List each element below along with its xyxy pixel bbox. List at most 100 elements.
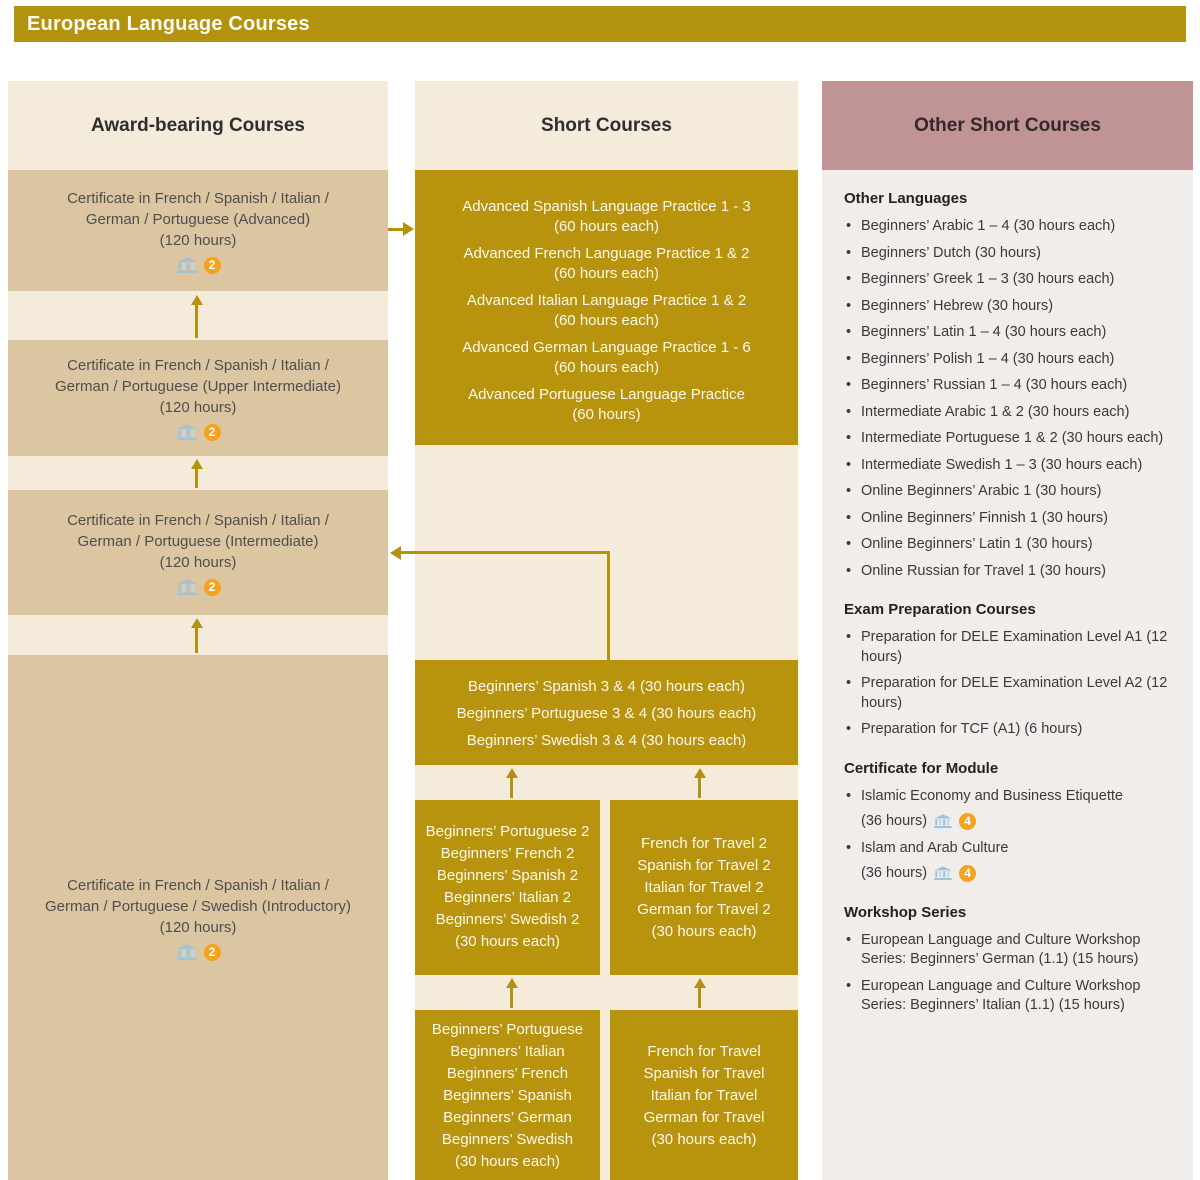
intermediate-connector-hline: [400, 551, 610, 554]
beginners-level2-box: Beginners’ Portuguese 2 Beginners’ French…: [415, 800, 600, 975]
certificate-intermediate-box: Certificate in French / Spanish / Italia…: [8, 490, 388, 615]
list-item: Beginners’ Arabic 1 – 4 (30 hours each): [844, 217, 1185, 237]
course-meta: (36 hours) 4: [861, 812, 1185, 832]
up-arrow: [694, 978, 706, 1008]
award-bearing-column: Award-bearing Courses Certificate in Fre…: [8, 81, 388, 1180]
list-item: (30 hours each): [651, 923, 757, 940]
certificate-advanced-text: Certificate in French / Spanish / Italia…: [67, 189, 329, 249]
list-item: Advanced German Language Practice 1 - 6 …: [462, 339, 751, 376]
other-short-courses-column: Other Short Courses Other Languages Begi…: [822, 81, 1193, 1180]
credit-badge: 2: [203, 256, 221, 274]
institution-icon: [176, 256, 198, 274]
course-name: Islam and Arab Culture: [861, 839, 1009, 856]
advanced-connector-arrowhead: [403, 222, 414, 236]
beginners-3-4-box: Beginners’ Spanish 3 & 4 (30 hours each)…: [415, 660, 798, 765]
institution-icon: [176, 943, 198, 961]
intermediate-connector-arrowhead: [390, 546, 401, 560]
list-item: Beginners’ Swedish: [441, 1131, 574, 1148]
list-item: Spanish for Travel: [643, 1065, 765, 1082]
list-item: (30 hours each): [454, 1153, 561, 1170]
section-heading: Certificate for Module: [844, 759, 999, 777]
list-item: Beginners’ Italian 2: [443, 889, 572, 906]
up-arrow: [506, 768, 518, 798]
certificate-intermediate-text: Certificate in French / Spanish / Italia…: [67, 511, 329, 571]
list-item: Preparation for TCF (A1) (6 hours): [844, 720, 1185, 740]
credit-row: 2: [176, 256, 221, 274]
credit-badge: 2: [203, 943, 221, 961]
list-item: Beginners’ Russian 1 – 4 (30 hours each): [844, 376, 1185, 396]
list-item: Beginners’ Portuguese 2: [425, 823, 590, 840]
list-item: Beginners’ French 2: [440, 845, 575, 862]
list-item: Preparation for DELE Examination Level A…: [844, 674, 1185, 713]
short-column-title: Short Courses: [541, 115, 672, 136]
list-item: Online Beginners’ Finnish 1 (30 hours): [844, 509, 1185, 529]
list-item: German for Travel: [643, 1109, 765, 1126]
list-item: Beginners’ Hebrew (30 hours): [844, 297, 1185, 317]
list-item: German for Travel 2: [637, 901, 771, 918]
exam-preparation-list: Preparation for DELE Examination Level A…: [844, 628, 1185, 740]
credit-badge: 2: [203, 578, 221, 596]
list-item: Spanish for Travel 2: [637, 857, 771, 874]
list-item: Advanced Italian Language Practice 1 & 2…: [466, 292, 747, 329]
other-column-title: Other Short Courses: [914, 114, 1101, 136]
institution-icon: [176, 578, 198, 596]
advanced-practice-box: Advanced Spanish Language Practice 1 - 3…: [415, 170, 798, 445]
other-languages-list: Beginners’ Arabic 1 – 4 (30 hours each) B…: [844, 217, 1185, 581]
certificate-module-list: Islamic Economy and Business Etiquette (…: [844, 787, 1185, 884]
list-item: Beginners’ Portuguese: [431, 1021, 584, 1038]
section-heading: Workshop Series: [844, 903, 967, 921]
list-item: Intermediate Arabic 1 & 2 (30 hours each…: [844, 403, 1185, 423]
other-column-header: Other Short Courses: [822, 81, 1193, 170]
section-heading: Exam Preparation Courses: [844, 601, 1036, 618]
list-item: Advanced Spanish Language Practice 1 - 3…: [462, 198, 751, 235]
list-item: French for Travel: [647, 1043, 761, 1060]
list-item: (30 hours each): [454, 933, 561, 950]
list-item: Beginners’ German: [443, 1109, 572, 1126]
up-arrow: [694, 768, 706, 798]
page-header: European Language Courses: [14, 6, 1186, 42]
workshop-series-list: European Language and Culture Workshop S…: [844, 931, 1185, 1016]
list-item: European Language and Culture Workshop S…: [844, 977, 1185, 1016]
list-item: Islam and Arab Culture (36 hours) 4: [844, 839, 1185, 884]
credit-row: 2: [176, 578, 221, 596]
course-hours: (36 hours): [861, 813, 928, 829]
credit-badge: 2: [203, 424, 221, 441]
credit-badge: 4: [959, 865, 977, 883]
list-item: Intermediate Portuguese 1 & 2 (30 hours …: [844, 429, 1185, 449]
up-arrow: [191, 295, 203, 338]
certificate-advanced-box: Certificate in French / Spanish / Italia…: [8, 170, 388, 291]
credit-badge: 4: [959, 813, 977, 831]
list-item: Beginners’ Swedish 2: [435, 911, 580, 928]
list-item: Italian for Travel 2: [644, 879, 764, 896]
list-item: European Language and Culture Workshop S…: [844, 931, 1185, 970]
list-item: Online Beginners’ Latin 1 (30 hours): [844, 535, 1185, 555]
up-arrow: [191, 459, 203, 488]
list-item: Beginners’ Italian: [450, 1043, 565, 1060]
institution-icon: [933, 814, 953, 829]
list-item: Beginners’ French: [446, 1065, 569, 1082]
institution-icon: [176, 424, 198, 441]
list-item: Advanced French Language Practice 1 & 2 …: [463, 245, 750, 282]
course-name: Islamic Economy and Business Etiquette: [861, 787, 1123, 804]
institution-icon: [933, 866, 953, 881]
list-item: (30 hours each): [651, 1131, 757, 1148]
exam-preparation-section: Exam Preparation Courses Preparation for…: [844, 601, 1185, 740]
list-item: Beginners’ Spanish 2: [436, 867, 579, 884]
list-item: Intermediate Swedish 1 – 3 (30 hours eac…: [844, 456, 1185, 476]
list-item: Beginners’ Spanish: [443, 1087, 572, 1104]
certificate-introductory-text: Certificate in French / Spanish / Italia…: [45, 876, 351, 936]
list-item: Beginners’ Swedish 3 & 4 (30 hours each): [466, 732, 747, 749]
certificate-upper-intermediate-text: Certificate in French / Spanish / Italia…: [55, 357, 341, 416]
section-heading: Other Languages: [844, 190, 968, 207]
list-item: Beginners’ Latin 1 – 4 (30 hours each): [844, 323, 1185, 343]
certificate-module-section: Certificate for Module Islamic Economy a…: [844, 760, 1185, 884]
other-languages-section: Other Languages Beginners’ Arabic 1 – 4 …: [844, 190, 1185, 581]
list-item: Advanced Portuguese Language Practice (6…: [468, 386, 745, 423]
list-item: Beginners’ Spanish 3 & 4 (30 hours each): [467, 678, 746, 695]
list-item: Italian for Travel: [650, 1087, 758, 1104]
list-item: Islamic Economy and Business Etiquette (…: [844, 787, 1185, 832]
list-item: Beginners’ Greek 1 – 3 (30 hours each): [844, 270, 1185, 290]
credit-row: 2: [176, 943, 221, 961]
